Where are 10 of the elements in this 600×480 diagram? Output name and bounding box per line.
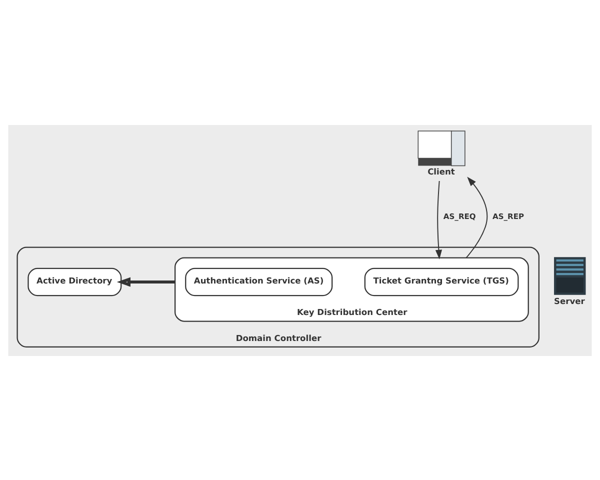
node-label: Server bbox=[554, 295, 585, 306]
edge-label: AS_REQ bbox=[443, 211, 476, 220]
node-box: Ticket Grantng Service (TGS) bbox=[364, 267, 519, 296]
arrow bbox=[466, 176, 488, 258]
arrow bbox=[116, 276, 176, 286]
node-box: Authentication Service (AS) bbox=[185, 267, 333, 296]
edge-label: AS_REP bbox=[492, 211, 524, 220]
node-label: Client bbox=[428, 166, 455, 176]
arrow bbox=[435, 180, 442, 259]
node-box: Active Directory bbox=[28, 267, 122, 296]
